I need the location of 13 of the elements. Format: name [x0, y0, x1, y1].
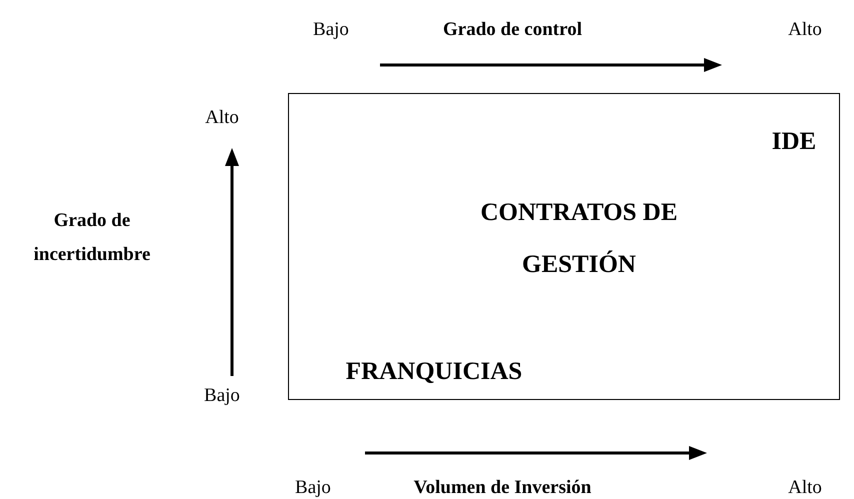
axis-end-label: Bajo — [312, 18, 350, 41]
axis-title: Grado de incertidumbre — [32, 209, 152, 267]
axis-title: Grado de control — [442, 18, 583, 41]
strategy-label: IDE — [770, 127, 818, 157]
axis-end-label: Alto — [787, 476, 823, 499]
quadrant-frame — [288, 93, 840, 400]
axis-end-label: Alto — [787, 18, 823, 41]
axis-end-label: Alto — [204, 106, 240, 129]
axis-end-label: Bajo — [294, 476, 332, 499]
axis-title: Volumen de Inversión — [412, 476, 592, 499]
strategy-label: CONTRATOS DE GESTIÓN — [479, 198, 679, 280]
axis-end-label: Bajo — [203, 384, 241, 407]
strategy-label: FRANQUICIAS — [344, 357, 524, 387]
